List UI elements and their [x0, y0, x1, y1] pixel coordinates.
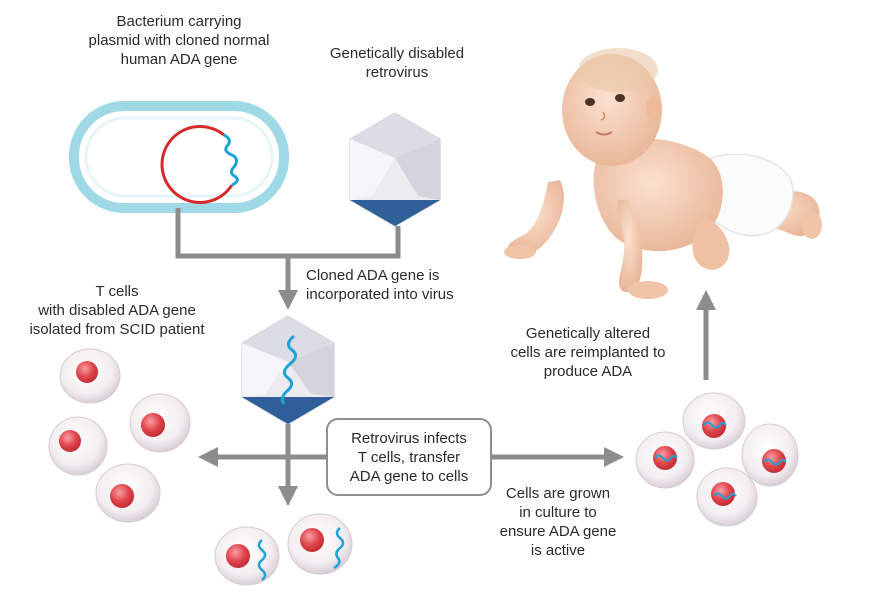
infected-cells-group	[214, 513, 353, 586]
altered-cells-group	[635, 392, 799, 527]
connector-lines	[175, 208, 401, 259]
t-cell-nucleus	[141, 413, 165, 437]
infected-cell-nucleus	[226, 544, 250, 568]
ada-gene	[333, 527, 345, 570]
label-reimplanted: Genetically altered cells are reimplante…	[510, 325, 666, 380]
callout-infects: Retrovirus infects T cells, transfer ADA…	[326, 418, 492, 496]
label-cloned-gene: Cloned ADA gene is incorporated into vir…	[306, 267, 454, 303]
ada-gene	[257, 539, 267, 581]
label-grown: Cells are grown in culture to ensure ADA…	[499, 485, 617, 559]
t-cell-nucleus	[76, 361, 98, 383]
label-retrovirus: Genetically disabled retrovirus	[329, 45, 465, 81]
plasmid	[160, 124, 234, 204]
label-infects: Retrovirus infects T cells, transfer ADA…	[349, 429, 469, 485]
altered-cell-nucleus	[711, 482, 735, 506]
retrovirus-top	[349, 112, 441, 227]
t-cells-group	[48, 348, 191, 523]
retrovirus-with-gene	[241, 315, 335, 425]
ada-gene-in-plasmid	[223, 133, 239, 187]
t-cell-nucleus	[110, 484, 134, 508]
t-cell-nucleus	[59, 430, 81, 452]
bacterium	[69, 101, 289, 213]
ada-gene-in-virus	[280, 334, 297, 405]
infected-cell-nucleus	[300, 528, 324, 552]
altered-cell-nucleus	[653, 446, 677, 470]
label-t-cells: T cells with disabled ADA gene isolated …	[29, 283, 205, 338]
altered-cell-nucleus	[762, 449, 786, 473]
label-bacterium: Bacterium carrying plasmid with cloned n…	[88, 13, 270, 68]
baby-illustration	[504, 48, 822, 299]
